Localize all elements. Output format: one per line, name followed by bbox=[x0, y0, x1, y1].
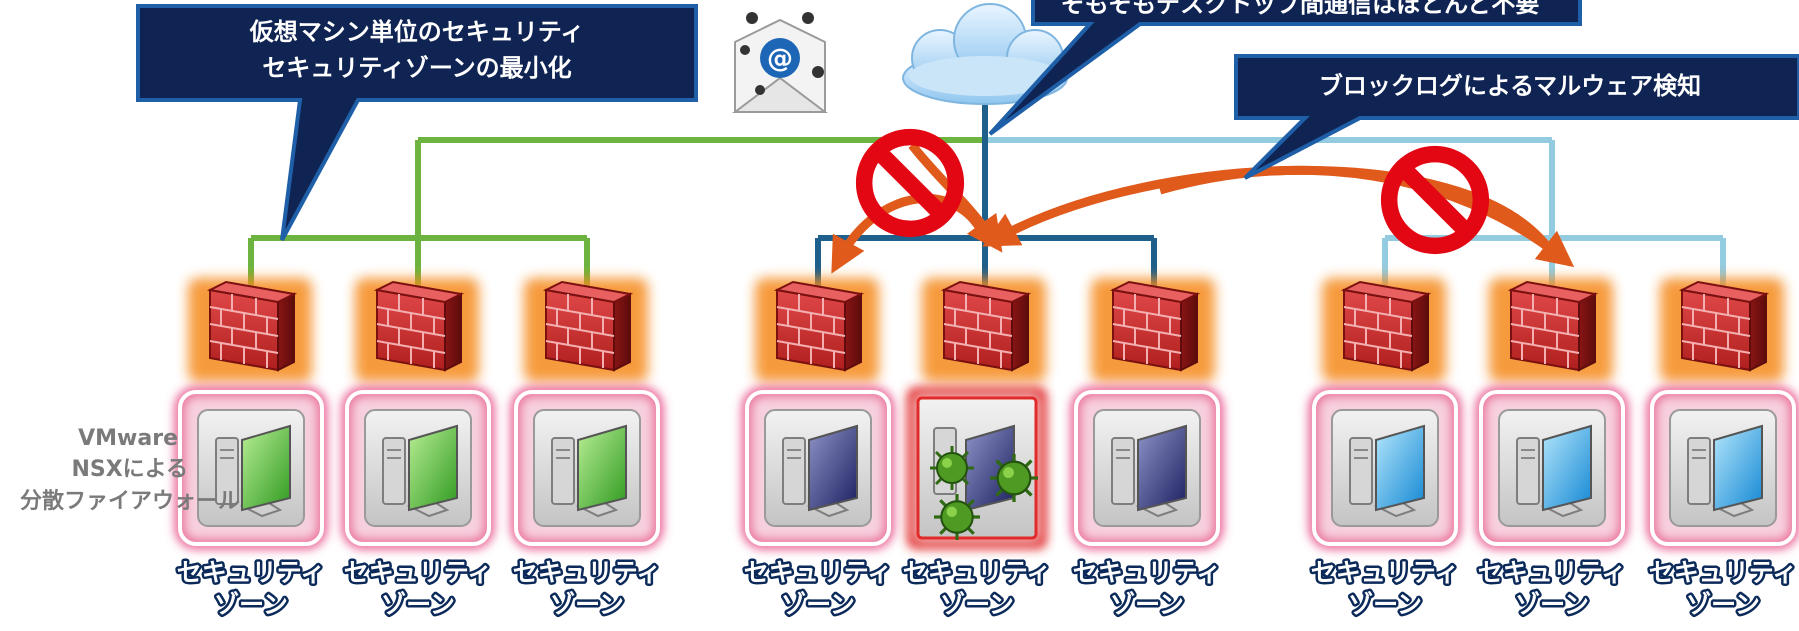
network-lines bbox=[248, 95, 1726, 290]
security-zone bbox=[342, 387, 494, 549]
zone-label: セキュリティ bbox=[1311, 558, 1460, 587]
zone-label: セキュリティ bbox=[177, 558, 326, 587]
callout-text: 仮想マシン単位のセキュリティ bbox=[249, 18, 585, 46]
cloud-icon bbox=[902, 3, 1068, 105]
firewall-icon bbox=[1660, 278, 1784, 382]
callout-text: セキュリティゾーンの最小化 bbox=[262, 54, 571, 82]
firewall-icon bbox=[922, 278, 1046, 382]
zone-labels: セキュリティ ゾーン セキュリティ ゾーン セキュリティ ゾーン セキュリティ … bbox=[174, 556, 1799, 622]
nsx-label: VMware NSXによる 分散ファイアウォール bbox=[20, 426, 240, 514]
zone-label: セキュリティ bbox=[344, 558, 493, 587]
zone-label: ゾーン bbox=[1686, 590, 1760, 619]
zone-label: セキュリティ bbox=[903, 558, 1052, 587]
zone-label: セキュリティ bbox=[1478, 558, 1627, 587]
nsx-label-line: 分散ファイアウォール bbox=[20, 489, 240, 514]
virus-icon bbox=[988, 452, 1040, 504]
zone-label: セキュリティ bbox=[513, 558, 662, 587]
svg-text:@: @ bbox=[767, 44, 793, 74]
callout-vm-security: 仮想マシン単位のセキュリティ セキュリティゾーンの最小化 bbox=[136, 4, 698, 241]
firewall-icon bbox=[355, 278, 479, 382]
callout-desktop-comm: そもそもデスクトップ間通信はほとんど不要 bbox=[988, 0, 1582, 136]
security-zone bbox=[175, 387, 327, 549]
zone-label: ゾーン bbox=[1110, 590, 1184, 619]
security-zone-infected bbox=[907, 387, 1047, 549]
security-zone bbox=[511, 387, 663, 549]
zone-label: ゾーン bbox=[214, 590, 288, 619]
zone-label: ゾーン bbox=[550, 590, 624, 619]
zone-label: セキュリティ bbox=[1073, 558, 1222, 587]
firewall-icon bbox=[755, 278, 879, 382]
firewall-icon bbox=[524, 278, 648, 382]
zone-label: セキュリティ bbox=[1649, 558, 1798, 587]
security-zone bbox=[1476, 387, 1628, 549]
zone-label: ゾーン bbox=[381, 590, 455, 619]
firewall-icon bbox=[1322, 278, 1446, 382]
virus-icon bbox=[928, 444, 976, 492]
security-zone bbox=[1309, 387, 1461, 549]
firewall-icon bbox=[188, 278, 312, 382]
virus-icon bbox=[932, 492, 982, 542]
firewall-icon bbox=[1091, 278, 1215, 382]
security-zone bbox=[1071, 387, 1223, 549]
nsx-label-line: NSXによる bbox=[71, 457, 188, 482]
zone-label: セキュリティ bbox=[744, 558, 893, 587]
firewall-icon bbox=[1489, 278, 1613, 382]
arrow-to-blue-zone bbox=[1158, 165, 1575, 268]
email-malware-icon: @ bbox=[732, 12, 828, 113]
zones bbox=[175, 387, 1799, 549]
zone-label: ゾーン bbox=[781, 590, 855, 619]
zone-label: ゾーン bbox=[1515, 590, 1589, 619]
firewalls bbox=[188, 278, 1784, 382]
security-zone bbox=[1647, 387, 1799, 549]
callout-malware-detect: ブロックログによるマルウェア検知 bbox=[1234, 54, 1799, 180]
zone-label: ゾーン bbox=[940, 590, 1014, 619]
zone-label: ゾーン bbox=[1348, 590, 1422, 619]
nsx-label-line: VMware bbox=[78, 426, 178, 451]
callout-text: そもそもデスクトップ間通信はほとんど不要 bbox=[1061, 0, 1540, 18]
security-zone bbox=[742, 387, 894, 549]
callout-text: ブロックログによるマルウェア検知 bbox=[1319, 72, 1701, 100]
